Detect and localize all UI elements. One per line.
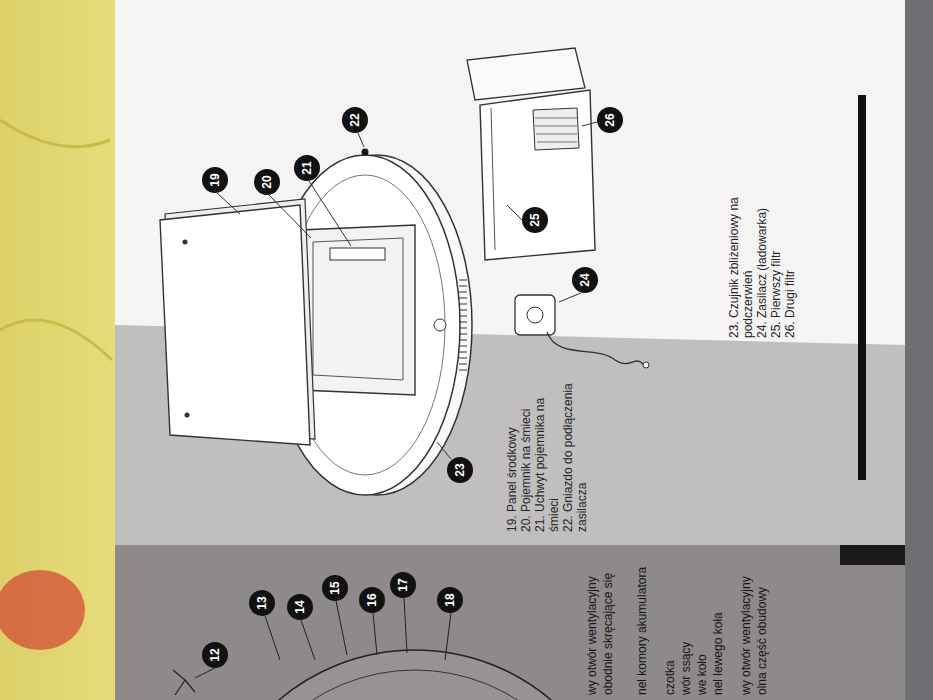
callout-number: 19: [202, 167, 228, 193]
text-fragment: czotka: [663, 660, 677, 695]
part-label: 26. Drugi filtr: [783, 153, 797, 338]
callout-number: 23: [447, 457, 473, 483]
power-socket: [362, 149, 369, 156]
red-object: [0, 570, 85, 650]
bin-lid: [467, 48, 585, 100]
filter-pleats: [535, 118, 577, 142]
left-page: 12131415161718wy otwór wentylacyjnyobodn…: [115, 545, 905, 700]
bin-rim: [491, 108, 495, 250]
callout-number: 26: [597, 107, 623, 133]
callout-number: 25: [522, 207, 548, 233]
callout-number: 14: [287, 594, 313, 620]
callout-number: 21: [294, 155, 320, 181]
callout-number: 13: [249, 590, 275, 616]
part-label: 25. Pierwszy filtr: [769, 153, 783, 338]
robot-bottom-ring: [225, 670, 605, 700]
bin-compartment: [300, 225, 415, 395]
text-fragment: wy otwór wentylacyjny: [739, 576, 753, 695]
text-fragment: wór ssący: [679, 642, 693, 695]
right-page: 19 20 21 22 23 24 25 26 19. Panel środkowy20. Po…: [115, 0, 905, 560]
text-fragment: nel komory akumulatora: [635, 567, 649, 695]
central-panel: [160, 205, 310, 445]
header-band: [840, 545, 905, 565]
text-fragment: olna część obudowy: [755, 587, 769, 695]
callout-number: 20: [254, 169, 280, 195]
charger: [515, 295, 555, 335]
part-label: 22. Gniazdo do podłączenia zasilacza: [561, 367, 589, 532]
part-label: 23. Czujnik zbliżeniowy na podczerwień: [727, 153, 755, 338]
bin: [313, 238, 403, 380]
bag-fold: [0, 120, 110, 147]
part-label: 19. Panel środkowy: [505, 367, 519, 532]
bin-handle: [330, 248, 385, 260]
robot-bottom: [205, 650, 625, 700]
screw: [185, 413, 190, 418]
callout-number: 17: [390, 572, 416, 598]
callout-number: 18: [437, 587, 463, 613]
charger-plug: [643, 362, 649, 368]
callout-number: 24: [572, 267, 598, 293]
charger-symbol: [527, 307, 543, 323]
leader-lines: [195, 598, 451, 678]
callout-number: 16: [359, 587, 385, 613]
filter: [533, 108, 579, 150]
callout-number: 12: [202, 642, 228, 668]
robot-bottom-illustration: [115, 545, 905, 700]
screw: [183, 240, 188, 245]
button: [434, 319, 446, 331]
callout-number: 22: [342, 107, 368, 133]
part-label: 20. Pojemnik na śmieci: [519, 367, 533, 532]
side-brush: [173, 670, 195, 695]
text-fragment: wy otwór wentylacyjny: [585, 576, 599, 695]
text-fragment: obodnie skręcające się: [601, 573, 615, 695]
text-fragment: nel lewego koła: [711, 612, 725, 695]
dust-bin: [480, 90, 595, 260]
callout-number: 15: [322, 575, 348, 601]
section-bar: [858, 95, 866, 480]
part-label: 24. Zasilacz (ładowarka): [755, 153, 769, 338]
charger-cable: [547, 332, 643, 364]
vent-grille: [459, 280, 467, 370]
bag-fold: [0, 320, 112, 360]
text-fragment: we koło: [695, 654, 709, 695]
part-label: 21. Uchwyt pojemnika na śmieci: [533, 367, 561, 532]
